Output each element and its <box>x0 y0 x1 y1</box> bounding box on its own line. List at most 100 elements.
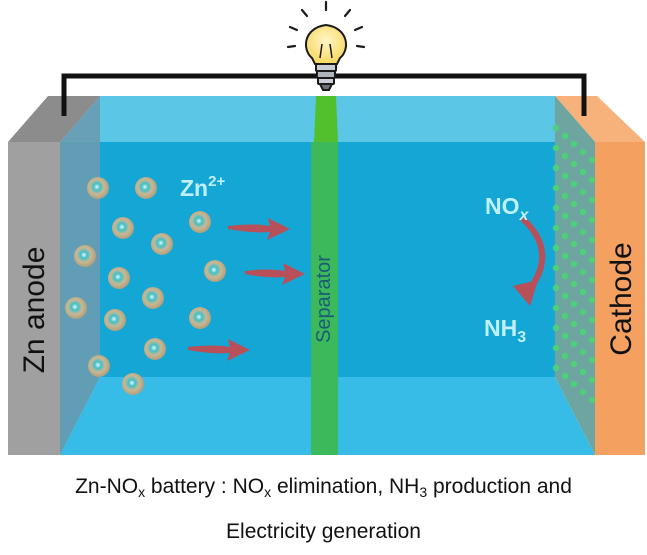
cathode-particle <box>570 220 578 228</box>
cathode-particle <box>552 144 560 152</box>
zn-ion-icon <box>189 307 211 329</box>
cathode-particle <box>570 300 578 308</box>
cathode-particle <box>552 244 560 252</box>
anode-top-face <box>8 96 100 142</box>
separator-membrane <box>311 142 338 455</box>
cathode-particle <box>561 272 569 280</box>
cathode-particle <box>579 148 587 156</box>
cathode-particle <box>570 240 578 248</box>
zn-ion-icon <box>87 177 109 199</box>
cathode-particle <box>552 124 560 132</box>
cathode-top-face <box>555 96 645 142</box>
cathode-particle <box>588 256 596 264</box>
light-bulb-icon <box>286 0 366 91</box>
cathode <box>555 96 645 455</box>
cathode-inner-face <box>555 96 595 455</box>
cathode-particle <box>561 252 569 260</box>
separator-label: Separator <box>313 255 335 343</box>
zn-ion-icon <box>204 260 226 282</box>
zn-ion-label: Zn2+ <box>180 173 225 201</box>
anode-label: Zn anode <box>18 247 51 374</box>
cathode-particle <box>561 152 569 160</box>
cathode-particle <box>588 356 596 364</box>
cathode-particle <box>552 344 560 352</box>
cathode-particle <box>588 296 596 304</box>
cathode-particle <box>570 280 578 288</box>
cathode-particle <box>588 156 596 164</box>
cathode-particle <box>570 380 578 388</box>
zn-ion-icon <box>151 233 173 255</box>
caption-line-1: Zn-NOx battery : NOx elimination, NH3 pr… <box>75 475 572 500</box>
cathode-particle <box>561 372 569 380</box>
zn-ion-icon <box>112 217 134 239</box>
cathode-particle <box>588 396 596 404</box>
zn-ion-icon <box>65 297 87 319</box>
ion-flow-arrows <box>188 218 305 361</box>
cathode-particle <box>561 212 569 220</box>
cathode-particle <box>552 204 560 212</box>
cathode-particle <box>552 264 560 272</box>
cathode-particle <box>588 276 596 284</box>
cathode-particle <box>579 248 587 256</box>
cathode-particle <box>570 160 578 168</box>
reaction-arrow-icon <box>513 217 546 306</box>
cathode-label: Cathode <box>605 242 638 355</box>
cathode-particle <box>561 332 569 340</box>
cathode-particle <box>561 232 569 240</box>
nox-label: NOx <box>485 193 530 224</box>
cathode-particle <box>588 196 596 204</box>
zn-ion-icon <box>88 355 110 377</box>
cathode-particle <box>561 192 569 200</box>
cathode-particle <box>579 288 587 296</box>
zn-ion-icon <box>142 287 164 309</box>
cathode-particle <box>570 260 578 268</box>
zn-ion-icon <box>104 309 126 331</box>
anode-front-face <box>8 142 60 455</box>
zn-ion-icon <box>74 245 96 267</box>
zn-ion-icon <box>144 338 166 360</box>
cathode-particle <box>579 228 587 236</box>
cathode-particle <box>579 188 587 196</box>
zn-ion-icon <box>108 267 130 289</box>
cathode-particle <box>570 140 578 148</box>
nh3-label: NH3 <box>484 315 526 346</box>
cathode-particle <box>588 336 596 344</box>
zn-ion-icon <box>135 177 157 199</box>
cathode-particle <box>570 340 578 348</box>
separator-top <box>314 96 338 142</box>
cathode-particle <box>552 364 560 372</box>
cathode-particle <box>570 320 578 328</box>
cathode-particle <box>570 180 578 188</box>
cathode-particle <box>561 292 569 300</box>
cathode-particle <box>579 388 587 396</box>
cathode-particle <box>552 164 560 172</box>
cathode-particles <box>552 124 596 404</box>
cathode-particle <box>579 208 587 216</box>
cathode-particle <box>570 360 578 368</box>
cathode-particle <box>552 184 560 192</box>
cathode-particle <box>588 176 596 184</box>
cathode-particle <box>552 284 560 292</box>
cathode-particle <box>579 268 587 276</box>
cathode-particle <box>561 352 569 360</box>
ion-flow-arrow-icon <box>228 218 290 240</box>
cathode-particle <box>561 132 569 140</box>
ion-flow-arrow-icon <box>188 339 250 361</box>
cathode-particle <box>579 308 587 316</box>
zn-ion-icon <box>189 211 211 233</box>
cathode-particle <box>552 324 560 332</box>
cathode-particle <box>552 304 560 312</box>
cathode-front-face <box>595 142 645 455</box>
cathode-particle <box>588 316 596 324</box>
cathode-particle <box>561 172 569 180</box>
cathode-particle <box>588 236 596 244</box>
cathode-particle <box>579 368 587 376</box>
cathode-particle <box>588 376 596 384</box>
caption-line-2: Electricity generation <box>226 520 421 543</box>
cathode-particle <box>579 328 587 336</box>
cathode-particle <box>588 216 596 224</box>
cathode-particle <box>579 168 587 176</box>
cathode-particle <box>552 224 560 232</box>
zn-ion-icon <box>122 373 144 395</box>
